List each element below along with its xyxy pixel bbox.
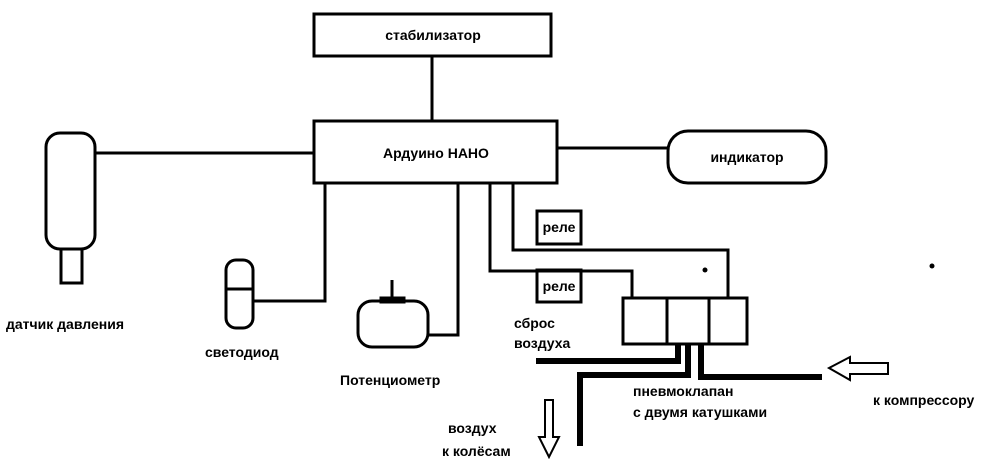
air-to-wheels-label-1: воздух <box>448 420 497 436</box>
wire-led-arduino <box>253 183 327 303</box>
wire-relay1 <box>511 183 730 298</box>
valve-label-2: с двумя катушками <box>633 404 767 420</box>
relay-1-label: реле <box>543 219 576 235</box>
indicator-box <box>666 129 828 185</box>
wheels-arrow <box>537 399 561 459</box>
valve-block-2 <box>665 296 711 346</box>
pressure-sensor-body <box>44 131 97 251</box>
air-release-label-2: воздуха <box>514 335 571 351</box>
valve-block-3 <box>707 296 749 346</box>
led-body <box>224 258 255 330</box>
relay-2-label: реле <box>543 278 576 294</box>
relay-1-box <box>535 209 583 246</box>
potentiometer-body <box>356 299 430 349</box>
dot-1 <box>702 267 708 273</box>
dot-2 <box>929 263 935 269</box>
indicator-label: индикатор <box>710 149 783 165</box>
led-label: светодиод <box>205 344 279 360</box>
hose-release <box>536 344 681 364</box>
wire-pot-arduino <box>428 183 460 337</box>
stabilizer-label: стабилизатор <box>385 27 481 43</box>
potentiometer-label: Потенциометр <box>340 372 440 388</box>
wire-relay2 <box>488 183 634 298</box>
air-release-label-1: сброс <box>514 315 555 331</box>
arduino-label: Ардуино НАНО <box>383 145 489 161</box>
pressure-sensor-nozzle <box>59 247 84 285</box>
air-to-wheels-label-2: к колёсам <box>442 443 511 459</box>
valve-label-1: пневмоклапан <box>633 383 733 399</box>
compressor-arrow <box>826 355 889 382</box>
hose-compressor <box>698 344 822 380</box>
pressure-sensor-label: датчик давления <box>6 316 124 332</box>
compressor-label: к компрессору <box>873 392 975 408</box>
hose-wheels <box>577 344 691 446</box>
valve-block-1 <box>621 296 669 346</box>
